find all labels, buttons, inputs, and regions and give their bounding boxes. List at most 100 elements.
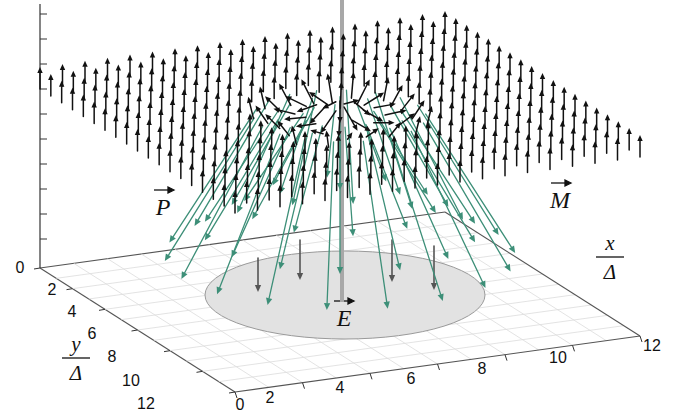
spin-arrow xyxy=(267,161,272,183)
arrow-head xyxy=(529,66,534,72)
arrow-head xyxy=(316,70,321,76)
arrow-head xyxy=(452,35,457,41)
tick-label: 10 xyxy=(549,350,567,366)
spin-arrow xyxy=(381,129,386,151)
spin-arrow xyxy=(379,162,384,184)
spin-arrow xyxy=(385,109,406,115)
arrow-head xyxy=(626,128,631,134)
tick-label: 2 xyxy=(48,282,57,298)
arrow-head xyxy=(363,30,368,36)
spin-arrow xyxy=(352,23,357,45)
spin-arrow xyxy=(92,85,97,107)
axis-tick xyxy=(40,114,47,115)
polarization-arrow xyxy=(237,94,290,213)
spin-arrow xyxy=(329,43,334,65)
spin-arrow xyxy=(321,111,336,133)
arrow-head xyxy=(507,52,512,58)
spin-arrow xyxy=(262,36,267,58)
arrow-head xyxy=(616,121,621,127)
spin-arrow xyxy=(301,148,306,170)
arrow-head xyxy=(172,48,177,54)
arrow-head xyxy=(402,142,407,148)
spin-arrow xyxy=(201,153,206,175)
arrow-head xyxy=(147,102,152,108)
spin-arrow xyxy=(483,89,488,111)
spin-arrow xyxy=(539,90,544,112)
polarization-arrow xyxy=(346,90,355,204)
axis-tick xyxy=(640,336,642,342)
spin-arrow xyxy=(146,119,151,141)
spin-arrow xyxy=(214,110,219,132)
spin-arrow xyxy=(204,86,209,108)
arrow-head xyxy=(113,115,118,121)
arrow-head xyxy=(195,45,200,51)
arrow-head xyxy=(311,172,316,178)
spin-arrow xyxy=(637,135,642,157)
arrow-head xyxy=(481,140,486,146)
polarization-arrow xyxy=(375,93,413,209)
arrow-head xyxy=(216,59,221,65)
spin-arrow xyxy=(593,124,598,146)
spin-arrow xyxy=(357,149,362,171)
arrow-head xyxy=(277,185,282,191)
arrow-head xyxy=(146,136,151,142)
spin-arrow xyxy=(458,143,463,165)
arrow-head xyxy=(536,141,541,147)
spin-arrow xyxy=(514,144,519,166)
spin-arrow xyxy=(171,65,176,87)
arrow-head xyxy=(384,301,390,308)
spin-arrow xyxy=(147,102,152,124)
spin-arrow xyxy=(259,86,265,108)
arrow-head xyxy=(390,169,395,175)
spin-arrow xyxy=(266,178,271,200)
arrow-head xyxy=(457,212,463,220)
spin-arrow xyxy=(272,60,277,82)
spin-arrow xyxy=(222,167,227,189)
arrow-head xyxy=(482,106,487,112)
arrow-head xyxy=(460,109,465,115)
arrow-head xyxy=(583,101,588,107)
arrow-head xyxy=(346,159,351,165)
spin-arrow xyxy=(322,179,327,201)
spin-arrow xyxy=(236,107,241,129)
arrow-head xyxy=(126,88,131,94)
spin-arrow xyxy=(167,150,172,172)
arrow-head xyxy=(491,147,496,153)
arrow-head xyxy=(238,73,243,79)
polarization-arrow xyxy=(418,105,499,235)
arrow-head xyxy=(329,43,334,49)
arrow-head xyxy=(136,112,141,118)
spin-arrow xyxy=(237,90,242,112)
arrow-head xyxy=(446,153,451,159)
spin-arrow xyxy=(391,135,396,157)
arrow-head xyxy=(437,112,442,118)
spin-arrow xyxy=(474,49,479,71)
spin-arrow xyxy=(238,73,243,95)
spin-arrow xyxy=(493,113,498,135)
arrow-head xyxy=(217,287,223,295)
arrow-head xyxy=(475,32,480,38)
axis-tick xyxy=(197,371,203,372)
arrow-head xyxy=(372,128,378,134)
spin-arrow xyxy=(37,67,42,89)
tick-label: 10 xyxy=(122,373,140,389)
spin-arrow xyxy=(232,191,237,213)
tick-label: 4 xyxy=(68,304,77,320)
arrow-head xyxy=(408,24,413,30)
arrow-head xyxy=(441,28,446,34)
arrow-head xyxy=(397,17,402,23)
arrow-head xyxy=(300,182,305,188)
arrow-head xyxy=(472,82,477,88)
spin-arrow xyxy=(367,172,372,194)
spin-arrow xyxy=(438,95,443,117)
arrow-head xyxy=(494,96,499,102)
arrow-head xyxy=(461,75,466,81)
arrow-head xyxy=(301,148,306,154)
arrow-head xyxy=(138,61,143,67)
arrow-head xyxy=(351,40,356,46)
arrow-head xyxy=(217,42,222,48)
arrow-head xyxy=(406,75,411,81)
arrow-head xyxy=(82,61,87,67)
spin-arrow xyxy=(462,59,467,81)
